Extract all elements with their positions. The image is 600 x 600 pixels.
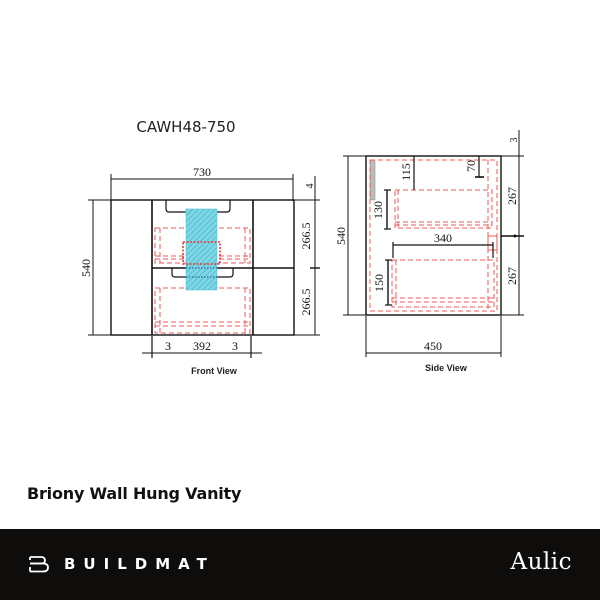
dim-bottom-drawer-height: 150 [372,274,386,292]
dim-top-gap: 4 [305,184,316,189]
dim-side-overall-height: 540 [334,227,348,245]
dim-top-offset: 3 [509,138,520,143]
side-view-label: Side View [425,363,468,373]
buildmat-brand: BUILDMAT [28,555,215,573]
footer-bar: BUILDMAT Aulic [0,529,600,600]
dim-overall-depth: 450 [424,339,442,353]
brand-right-name: Aulic [510,549,572,575]
dim-overall-width: 730 [193,165,211,179]
dim-drawer-top-height: 266.5 [299,223,313,250]
dim-inner-width: 392 [193,339,211,353]
dim-right-gap: 3 [232,339,238,353]
product-title: Briony Wall Hung Vanity [27,484,242,503]
dim-drawer-bottom-height: 266.5 [299,289,313,316]
brand-left-name: BUILDMAT [64,555,215,573]
model-code: CAWH48-750 [136,118,236,136]
buildmat-logo-icon [29,556,49,573]
dim-overall-height: 540 [79,259,93,277]
front-view: 730 540 [79,165,320,376]
dim-bottom-drawer-depth: 340 [434,231,452,245]
side-view: 540 115 130 70 [334,130,524,373]
front-view-label: Front View [191,366,238,376]
dim-top-drawer-drop: 115 [399,163,413,181]
plumbing-zone [185,208,218,291]
dim-top-drawer-height: 130 [371,201,385,219]
dim-lower-section: 267 [505,267,519,285]
dim-upper-section: 267 [505,187,519,205]
technical-drawing: 730 540 [79,130,524,376]
dim-left-gap: 3 [165,339,171,353]
dim-rear-drop: 70 [464,160,478,172]
